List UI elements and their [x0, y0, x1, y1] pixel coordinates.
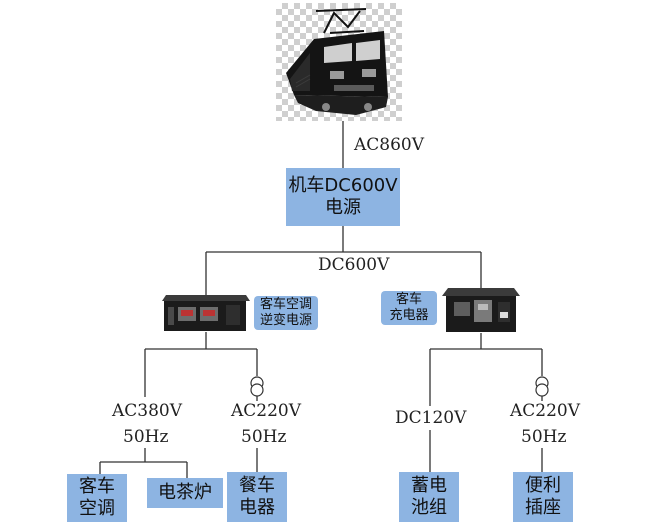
transformer-icon-right — [535, 376, 549, 397]
convenience-socket-box: 便利 插座 — [513, 472, 573, 522]
battery-pack-box: 蓄电 池组 — [399, 472, 459, 522]
inverter-device-icon — [162, 295, 250, 331]
ac220v-left-label: AC220V — [231, 401, 302, 421]
dining-car-appliances-box: 餐车 电器 — [227, 472, 287, 522]
transformer-icon-left — [250, 376, 264, 397]
locomotive-image — [276, 3, 402, 121]
ac220v-left-freq-label: 50Hz — [241, 427, 287, 447]
ac220v-right-label: AC220V — [510, 401, 581, 421]
charger-device-icon — [442, 288, 520, 332]
ac220v-right-freq-label: 50Hz — [521, 427, 567, 447]
inverter-label: 客车空调 逆变电源 — [254, 296, 318, 330]
locomotive-icon — [286, 8, 388, 115]
passenger-aircon-box: 客车 空调 — [67, 474, 127, 522]
ac380v-freq-label: 50Hz — [123, 427, 169, 447]
electric-tea-boiler-box: 电茶炉 — [147, 478, 223, 508]
inverter-device-image — [162, 295, 250, 333]
ac380v-label: AC380V — [112, 401, 183, 421]
dc120v-label: DC120V — [395, 408, 467, 428]
locomotive-dc600v-source-box: 机车DC600V 电源 — [286, 168, 400, 226]
charger-device-image — [442, 288, 520, 334]
charger-label: 客车 充电器 — [381, 291, 437, 325]
dc600v-bus-label: DC600V — [318, 255, 390, 275]
ac860v-label: AC860V — [354, 135, 425, 155]
